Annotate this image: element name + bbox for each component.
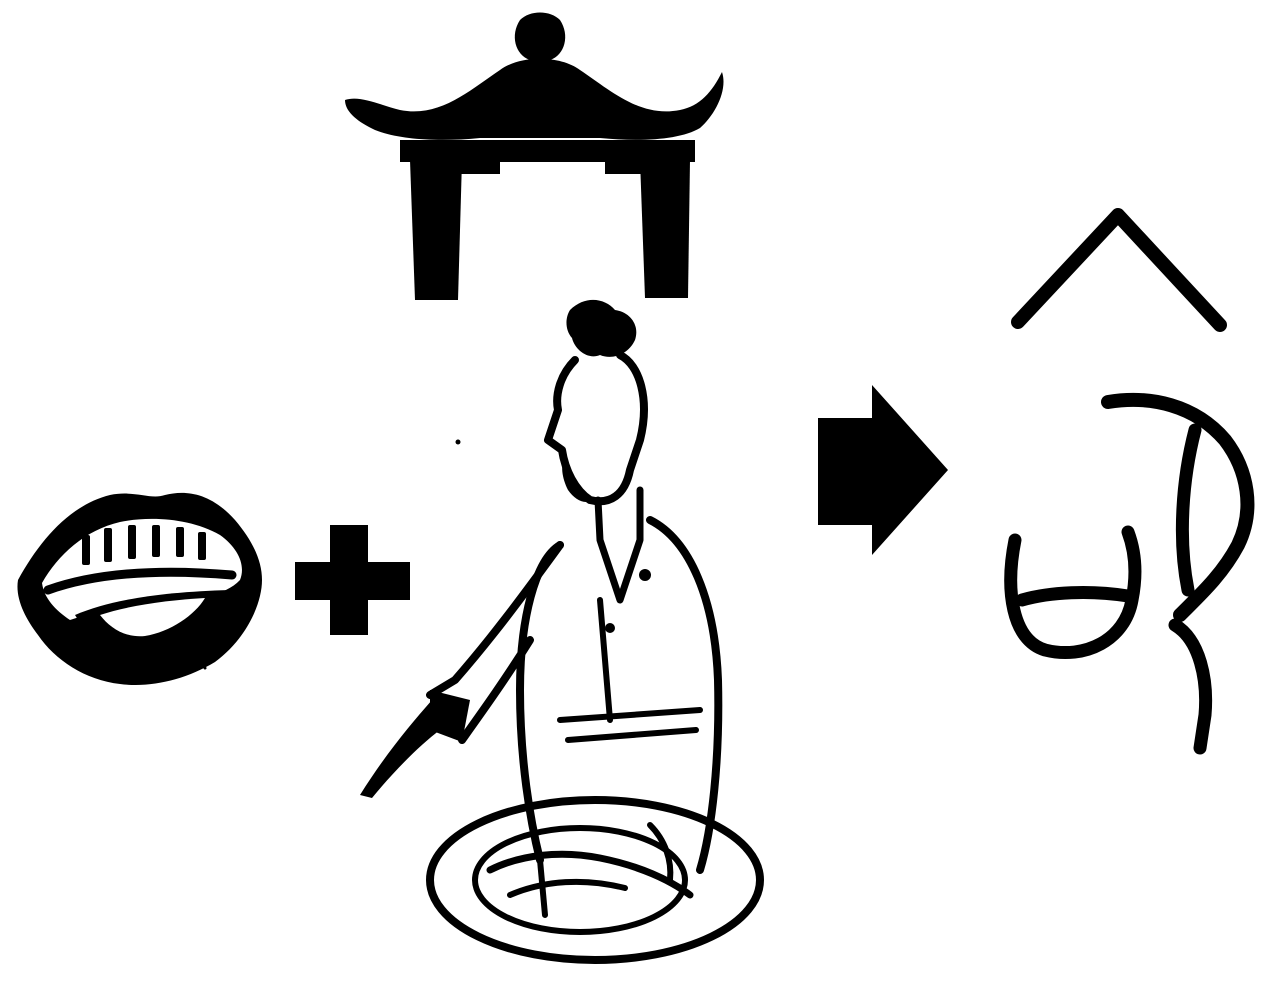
arrow-right-icon — [818, 385, 948, 555]
ancient-character-glyph-icon — [1011, 215, 1248, 748]
plus-icon — [295, 525, 410, 635]
pavilion-roof-icon — [345, 13, 723, 301]
kneeling-man-pointing-icon — [360, 300, 760, 960]
mouth-icon — [17, 493, 262, 685]
